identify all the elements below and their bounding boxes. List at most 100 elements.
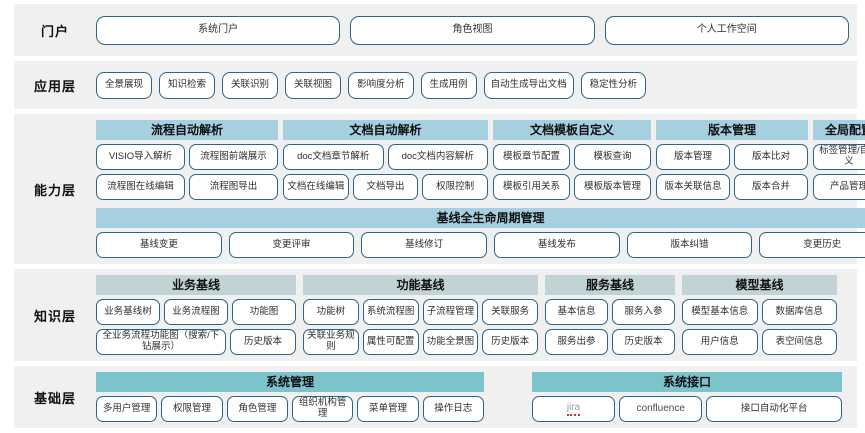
cap-item-doc-chapter-parse[interactable]: doc文档章节解析 (283, 144, 384, 170)
know-item-service-output-params[interactable]: 服务出参 (545, 329, 608, 355)
base-item-multi-user-mgmt[interactable]: 多用户管理 (96, 396, 158, 422)
know-item-database-info[interactable]: 数据库信息 (761, 299, 837, 325)
know-item-related-business-rule[interactable]: 关联业务规则 (303, 329, 359, 355)
know-item-history-version-business[interactable]: 历史版本 (229, 329, 296, 355)
base-item-interface-automation-platform[interactable]: 接口自动化平台 (706, 396, 843, 422)
base-item-role-mgmt[interactable]: 角色管理 (226, 396, 288, 422)
cap-item-version-management[interactable]: 版本管理 (656, 144, 730, 170)
cap-item-template-chapter-config[interactable]: 模板章节配置 (493, 144, 570, 170)
cap-item-doc-export[interactable]: 文档导出 (352, 174, 419, 200)
lifecycle-item-baseline-change[interactable]: 基线变更 (96, 232, 222, 258)
know-item-history-version-function[interactable]: 历史版本 (482, 329, 538, 355)
layer-label-application: 应用层 (33, 78, 76, 94)
know-item-function-panorama[interactable]: 功能全景图 (422, 329, 479, 355)
know-item-user-info[interactable]: 用户信息 (682, 329, 758, 355)
lifecycle-item-version-correction[interactable]: 版本纠错 (626, 232, 753, 258)
lifecycle-item-change-review[interactable]: 变更评审 (228, 232, 355, 258)
know-item-system-flowchart[interactable]: 系统流程图 (362, 299, 419, 325)
group-row: 产品管理 (813, 174, 865, 200)
group-row: VISIO导入解析 流程图前端展示 (96, 144, 278, 170)
cap-item-product-management[interactable]: 产品管理 (813, 174, 865, 200)
lifecycle-item-change-history[interactable]: 变更历史 (759, 232, 865, 258)
base-group-system-interface: 系统接口 jira confluence 接口自动化平台 (532, 372, 843, 422)
group-row: 功能树 系统流程图 子流程管理 关联服务 (303, 299, 538, 325)
know-item-full-business-flow-function-chart[interactable]: 全业务流程功能图（搜索/下钻展示） (96, 329, 226, 355)
group-title-global-config: 全局配置 (813, 120, 865, 140)
cap-item-doc-online-edit[interactable]: 文档在线编辑 (283, 174, 349, 200)
cap-item-version-merge[interactable]: 版本合并 (734, 174, 808, 200)
app-item-knowledge-search[interactable]: 知识检索 (159, 71, 216, 99)
knowledge-group-model-baseline: 模型基线 模型基本信息 数据库信息 用户信息 表空间信息 (682, 275, 837, 355)
lifecycle-item-baseline-release[interactable]: 基线发布 (494, 232, 620, 258)
know-item-service-input-params[interactable]: 服务入参 (612, 299, 675, 325)
knowledge-group-service-baseline: 服务基线 基本信息 服务入参 服务出参 历史版本 (545, 275, 675, 355)
group-row: jira confluence 接口自动化平台 (532, 396, 843, 422)
portal-item-role-view[interactable]: 角色视图 (350, 15, 595, 45)
app-item-auto-export-doc[interactable]: 自动生成导出文档 (483, 71, 574, 99)
know-item-model-basic-info[interactable]: 模型基本信息 (682, 299, 758, 325)
capability-group-doc-parsing: 文档自动解析 doc文档章节解析 doc文档内容解析 文档在线编辑 文档导出 权… (283, 120, 489, 200)
group-title-baseline-lifecycle: 基线全生命周期管理 (96, 208, 865, 228)
cap-item-flowchart-export[interactable]: 流程图导出 (189, 174, 278, 200)
base-item-confluence[interactable]: confluence (619, 396, 703, 422)
know-item-function-chart[interactable]: 功能图 (232, 299, 296, 325)
know-item-history-version-service[interactable]: 历史版本 (612, 329, 675, 355)
cap-item-tag-mgmt-custom[interactable]: 标签管理/自定义 (813, 144, 865, 170)
app-item-relation-recognition[interactable]: 关联识别 (222, 71, 279, 99)
layer-body-knowledge: 业务基线 业务基线树 业务流程图 功能图 全业务流程功能图（搜索/下钻展示） 历… (96, 275, 849, 355)
know-item-business-baseline-tree[interactable]: 业务基线树 (96, 299, 160, 325)
group-row: 业务基线树 业务流程图 功能图 (96, 299, 296, 325)
baseline-lifecycle-group: 基线全生命周期管理 基线变更 变更评审 基线修订 基线发布 版本纠错 变更历史 (96, 208, 865, 258)
group-row: 基线变更 变更评审 基线修订 基线发布 版本纠错 变更历史 (96, 232, 865, 258)
confluence-label: confluence (636, 403, 685, 415)
layer-label-capability: 能力层 (33, 182, 76, 198)
base-item-permission-mgmt[interactable]: 权限管理 (161, 396, 223, 422)
layer-body-portal: 系统门户 角色视图 个人工作空间 (96, 15, 849, 45)
cap-item-template-version-mgmt[interactable]: 模板版本管理 (574, 174, 651, 200)
layer-label-base: 基础层 (33, 390, 76, 406)
capability-group-global-config: 全局配置 标签管理/自定义 产品管理 (813, 120, 865, 200)
know-item-business-flowchart[interactable]: 业务流程图 (164, 299, 228, 325)
portal-item-system-portal[interactable]: 系统门户 (96, 15, 341, 45)
know-item-subprocess-mgmt[interactable]: 子流程管理 (422, 299, 479, 325)
group-row: 关联业务规则 属性可配置 功能全景图 历史版本 (303, 329, 538, 355)
app-item-generate-use-case[interactable]: 生成用例 (420, 71, 477, 99)
lifecycle-item-baseline-revision[interactable]: 基线修订 (361, 232, 488, 258)
know-item-related-service[interactable]: 关联服务 (482, 299, 538, 325)
capability-group-process-parsing: 流程自动解析 VISIO导入解析 流程图前端展示 流程图在线编辑 流程图导出 (96, 120, 278, 200)
base-item-operation-log[interactable]: 操作日志 (422, 396, 484, 422)
group-row: 流程图在线编辑 流程图导出 (96, 174, 278, 200)
group-title-function-baseline: 功能基线 (303, 275, 538, 295)
base-item-jira[interactable]: jira (532, 396, 616, 422)
group-title-service-baseline: 服务基线 (545, 275, 675, 295)
base-group-system-management: 系统管理 多用户管理 权限管理 角色管理 组织机构管理 菜单管理 操作日志 (96, 372, 484, 422)
cap-item-visio-import-parse[interactable]: VISIO导入解析 (96, 144, 185, 170)
group-row: 模型基本信息 数据库信息 (682, 299, 837, 325)
cap-item-template-query[interactable]: 模板查询 (574, 144, 651, 170)
cap-item-version-relation-info[interactable]: 版本关联信息 (656, 174, 730, 200)
app-item-impact-analysis[interactable]: 影响度分析 (348, 71, 414, 99)
base-item-org-structure-mgmt[interactable]: 组织机构管理 (291, 396, 354, 422)
base-item-menu-mgmt[interactable]: 菜单管理 (357, 396, 419, 422)
group-row: 用户信息 表空间信息 (682, 329, 837, 355)
cap-item-doc-content-parse[interactable]: doc文档内容解析 (387, 144, 488, 170)
cap-item-template-reference-relation[interactable]: 模板引用关系 (493, 174, 570, 200)
layer-knowledge: 知识层 业务基线 业务基线树 业务流程图 功能图 全业务流程功能图（搜索/下钻展… (14, 269, 857, 361)
app-item-panorama[interactable]: 全景展现 (96, 71, 153, 99)
cap-item-permission-control[interactable]: 权限控制 (422, 174, 489, 200)
layer-capability: 能力层 流程自动解析 VISIO导入解析 流程图前端展示 流程图在线编辑 流程图… (14, 114, 865, 264)
app-item-stability-analysis[interactable]: 稳定性分析 (580, 71, 647, 99)
cap-item-version-compare[interactable]: 版本比对 (734, 144, 808, 170)
know-item-function-tree[interactable]: 功能树 (303, 299, 359, 325)
layer-body-application: 全景展现 知识检索 关联识别 关联视图 影响度分析 生成用例 自动生成导出文档 … (96, 71, 849, 99)
group-row: 服务出参 历史版本 (545, 329, 675, 355)
know-item-attribute-configurable[interactable]: 属性可配置 (362, 329, 419, 355)
cap-item-flowchart-frontend-display[interactable]: 流程图前端展示 (189, 144, 278, 170)
group-row: 多用户管理 权限管理 角色管理 组织机构管理 菜单管理 操作日志 (96, 396, 484, 422)
group-row: 基本信息 服务入参 (545, 299, 675, 325)
app-item-relation-view[interactable]: 关联视图 (285, 71, 342, 99)
cap-item-flowchart-online-edit[interactable]: 流程图在线编辑 (96, 174, 185, 200)
know-item-tablespace-info[interactable]: 表空间信息 (761, 329, 837, 355)
know-item-basic-info[interactable]: 基本信息 (545, 299, 608, 325)
portal-item-personal-workspace[interactable]: 个人工作空间 (604, 15, 849, 45)
